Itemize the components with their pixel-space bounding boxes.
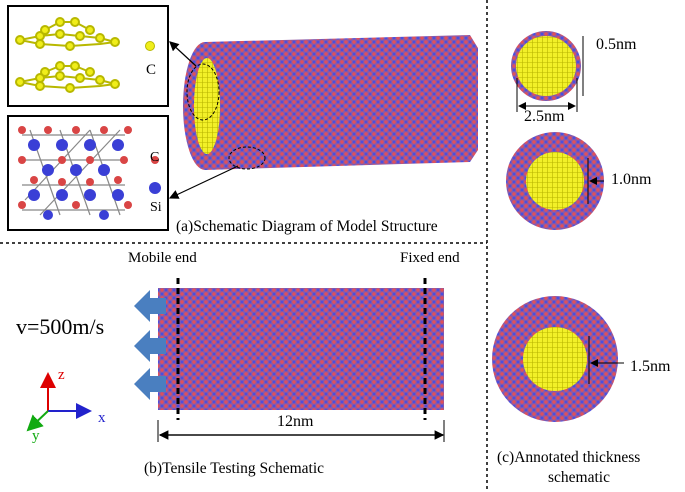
graphite-layers (15, 17, 120, 93)
legend-silicon-atom (149, 182, 161, 194)
axis-x-label: x (98, 410, 106, 426)
panel-c-caption-line2: schematic (548, 469, 610, 486)
sic-lattice (18, 126, 132, 220)
thickness-label-1-0: 1.0nm (611, 171, 652, 188)
graphite-legend-label: C (146, 62, 157, 78)
axis-z-label: z (58, 367, 65, 383)
pull-arrows (134, 290, 166, 400)
tensile-tube (158, 288, 444, 410)
legend-carbon-red-atom (151, 156, 159, 164)
fixed-end-label: Fixed end (400, 250, 460, 266)
cross-section-1-5nm (492, 296, 624, 422)
length-label: 12nm (277, 413, 314, 430)
mobile-end-label: Mobile end (128, 250, 197, 266)
thickness-label-0-5: 0.5nm (596, 36, 637, 53)
thickness-label-1-5: 1.5nm (630, 358, 671, 375)
pointer-arrow-sic (168, 165, 239, 199)
cross-section-1-0nm (506, 132, 604, 230)
panel-b-caption: (b)Tensile Testing Schematic (144, 460, 325, 477)
legend-carbon-yellow-atom (145, 41, 155, 51)
y-axis (26, 410, 49, 432)
nanotube-model (183, 35, 478, 170)
sic-legend-carbon-label: C (150, 150, 160, 165)
diameter-label: 2.5nm (524, 108, 565, 125)
nanotube-core (194, 58, 220, 154)
inset-graphite-box (7, 5, 169, 107)
inset-sic-box (7, 115, 169, 231)
pointer-arrow-graphite (169, 41, 197, 67)
sic-legend-silicon-label: Si (150, 200, 162, 215)
axis-y-label: y (32, 428, 40, 444)
cross-section-0-5nm (511, 31, 584, 112)
panel-c-caption-line1: (c)Annotated thickness (497, 449, 641, 466)
velocity-label: v=500m/s (16, 314, 105, 339)
panel-a-caption: (a)Schematic Diagram of Model Structure (176, 218, 438, 235)
